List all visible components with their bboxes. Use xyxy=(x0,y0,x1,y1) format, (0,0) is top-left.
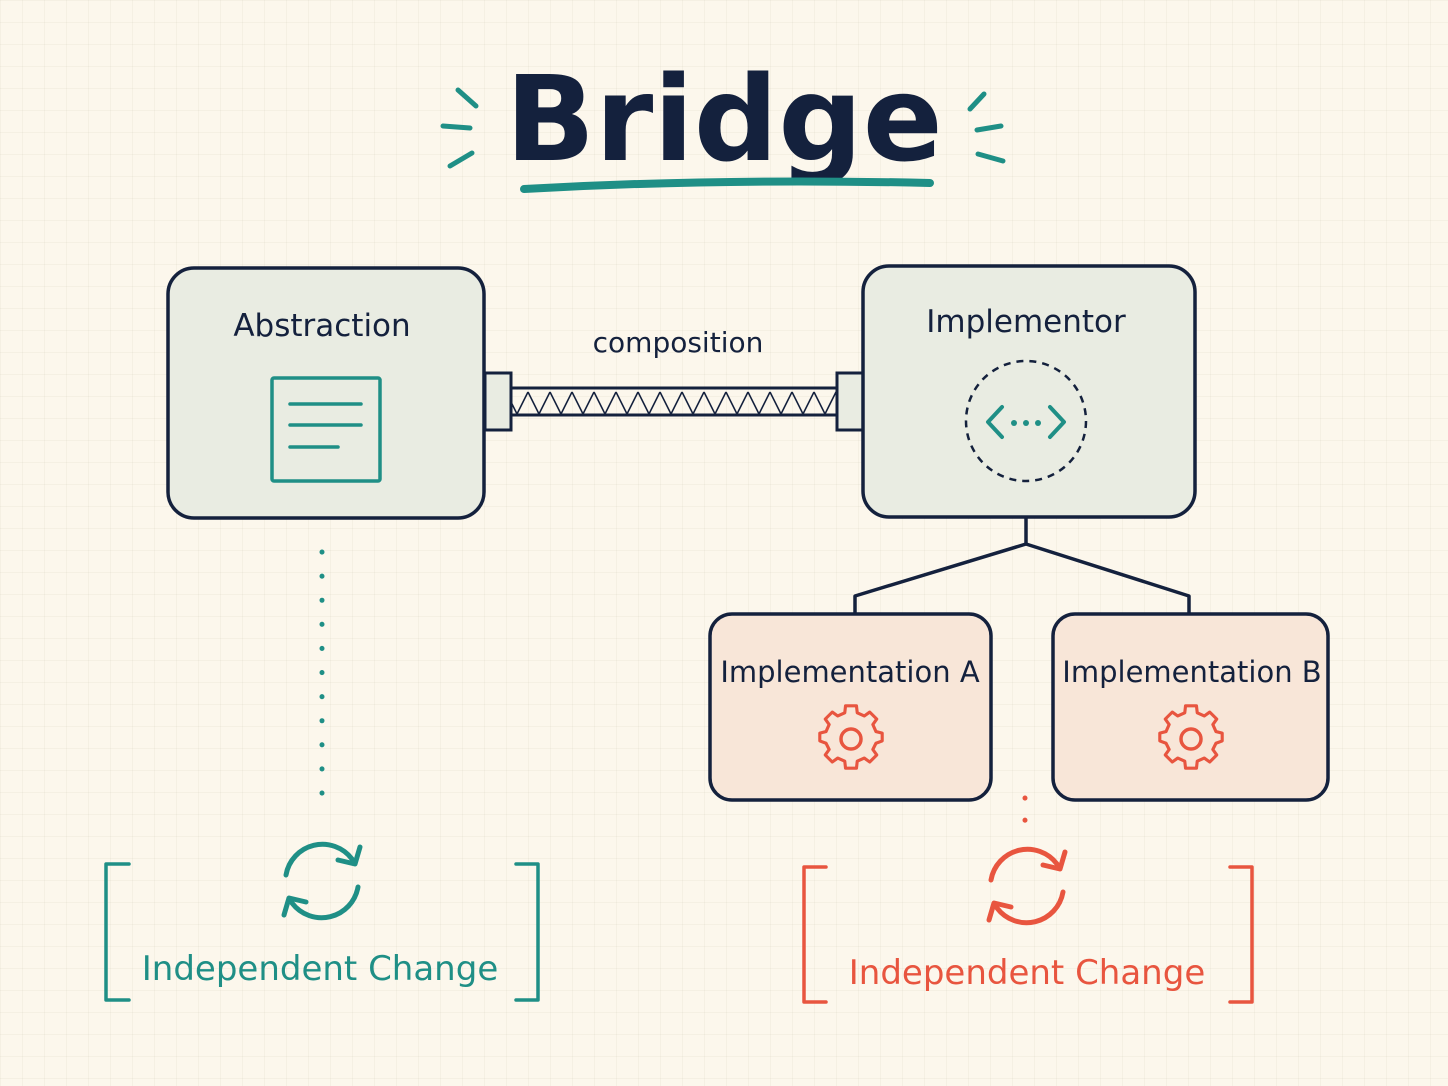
title-sparkle-left xyxy=(440,87,479,169)
composition-label: composition xyxy=(593,326,764,359)
left-bracket-close xyxy=(514,862,540,1002)
implementor-box: Implementor xyxy=(861,264,1197,519)
implementor-label: Implementor xyxy=(926,304,1126,340)
left-independent-change: Independent Change xyxy=(104,841,540,1002)
refresh-icon xyxy=(986,846,1068,926)
right-bracket-open xyxy=(802,865,828,1004)
abstraction-label: Abstraction xyxy=(233,308,410,344)
code-icon xyxy=(964,359,1088,483)
implementation-a-label: Implementation A xyxy=(720,655,979,689)
gear-icon xyxy=(1158,704,1224,770)
implementation-b-box: Implementation B xyxy=(1051,612,1330,802)
diagram-title: Bridge xyxy=(505,50,943,188)
refresh-icon xyxy=(281,841,363,921)
implementation-a-box: Implementation A xyxy=(708,612,993,802)
left-change-label: Independent Change xyxy=(142,949,499,989)
implementation-b-label: Implementation B xyxy=(1062,655,1321,689)
right-independent-change: Independent Change xyxy=(802,846,1254,1004)
title-sparkle-right xyxy=(967,91,1006,164)
left-bracket-open xyxy=(104,862,131,1002)
composition-connector: composition xyxy=(483,326,865,432)
right-change-label: Independent Change xyxy=(849,953,1206,993)
right-bracket-close xyxy=(1228,865,1254,1004)
title-group: Bridge xyxy=(440,50,1006,193)
left-bracket-group xyxy=(104,862,540,1002)
document-icon xyxy=(270,376,382,483)
gear-icon xyxy=(818,704,884,770)
inheritance-connector xyxy=(853,517,1191,614)
right-bracket-group xyxy=(802,865,1254,1004)
title-underline xyxy=(520,177,934,193)
abstraction-box: Abstraction xyxy=(166,266,486,520)
